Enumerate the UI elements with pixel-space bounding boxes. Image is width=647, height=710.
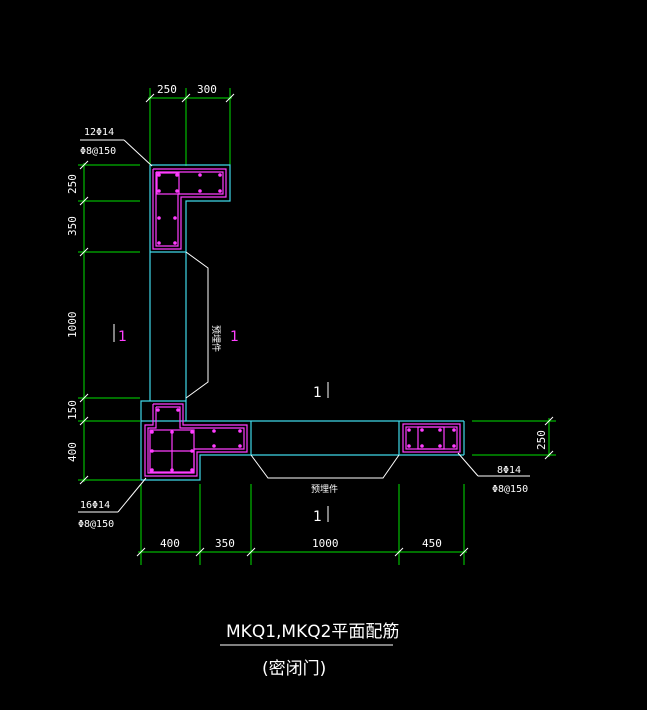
right-dim: 250 bbox=[535, 430, 548, 450]
top-dim-2: 300 bbox=[197, 83, 217, 96]
bottom-dimension: 400 350 1000 450 bbox=[136, 484, 469, 565]
callout-br-line1: 8Φ14 bbox=[497, 465, 521, 476]
drawing-title: MKQ1,MKQ2平面配筋 bbox=[226, 622, 399, 642]
embed-horizontal: 预埋件 bbox=[250, 454, 400, 495]
left-dimension: 250 350 1000 150 400 bbox=[66, 160, 140, 485]
rebar-top-flange bbox=[152, 168, 227, 250]
callout-top-line1: 12Φ14 bbox=[84, 127, 114, 138]
embed-vertical: 预埋件 bbox=[185, 251, 222, 399]
callout-bottom-left: 16Φ14 Φ8@150 bbox=[78, 477, 147, 530]
callout-bl-line2: Φ8@150 bbox=[78, 519, 114, 530]
top-dim-1: 250 bbox=[157, 83, 177, 96]
right-dimension: 250 bbox=[472, 416, 556, 460]
left-dim-4: 150 bbox=[66, 400, 79, 420]
bottom-dim-3: 1000 bbox=[312, 537, 339, 550]
section-marks: 1 1 1 1 bbox=[113, 324, 329, 525]
drawing-title-block: MKQ1,MKQ2平面配筋 (密闭门) bbox=[220, 622, 399, 679]
section-mark-left: 1 bbox=[118, 329, 127, 345]
bottom-dim-4: 450 bbox=[422, 537, 442, 550]
section-mark-bottom: 1 bbox=[313, 509, 322, 525]
section-mark-top: 1 bbox=[313, 385, 322, 401]
rebar-corner bbox=[144, 403, 248, 477]
wall-outline bbox=[140, 164, 465, 481]
rebar-right-end bbox=[402, 423, 461, 453]
callout-top: 12Φ14 Φ8@150 bbox=[80, 127, 153, 167]
drawing-subtitle: (密闭门) bbox=[262, 659, 326, 679]
left-dim-1: 250 bbox=[66, 174, 79, 194]
bottom-dim-1: 400 bbox=[160, 537, 180, 550]
left-dim-3: 1000 bbox=[66, 312, 79, 339]
top-dimension: 250 300 bbox=[145, 83, 235, 166]
callout-bl-line1: 16Φ14 bbox=[80, 500, 110, 511]
callout-br-line2: Φ8@150 bbox=[492, 484, 528, 495]
callout-top-line2: Φ8@150 bbox=[80, 146, 116, 157]
left-dim-2: 350 bbox=[66, 216, 79, 236]
bottom-dim-2: 350 bbox=[215, 537, 235, 550]
section-mark-right: 1 bbox=[230, 329, 239, 345]
left-dim-5: 400 bbox=[66, 442, 79, 462]
callout-bottom-right: 8Φ14 Φ8@150 bbox=[457, 452, 530, 495]
embed-label-vertical: 预埋件 bbox=[210, 325, 222, 352]
embed-label-horizontal: 预埋件 bbox=[311, 483, 338, 495]
